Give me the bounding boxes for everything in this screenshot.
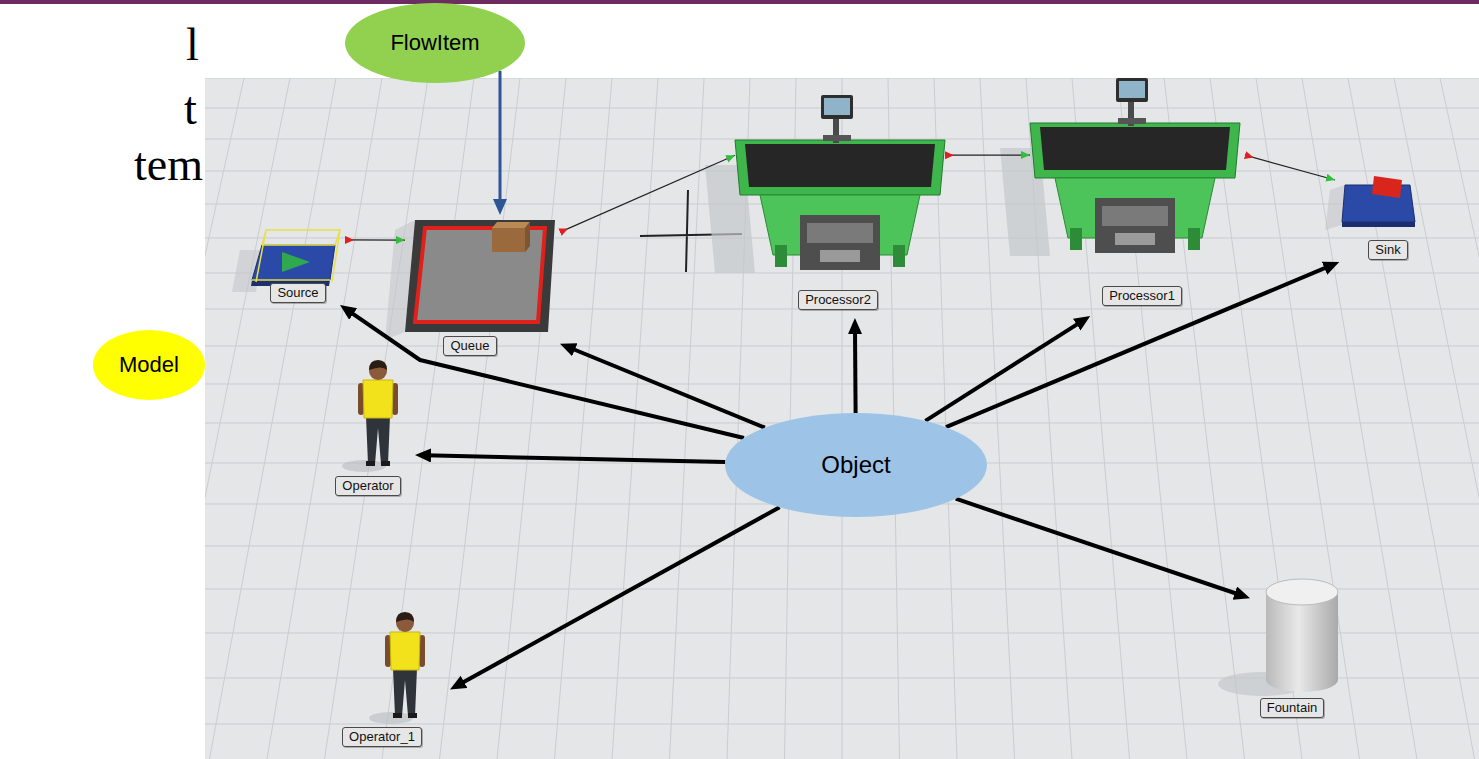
flowitem-box-top bbox=[492, 222, 530, 228]
connector-arrow bbox=[459, 507, 780, 684]
fountain-figure bbox=[1218, 579, 1338, 696]
source-figure bbox=[232, 230, 340, 292]
cylinder-bottom bbox=[1266, 668, 1338, 692]
slide-text: l bbox=[186, 22, 199, 68]
processor-figure bbox=[705, 95, 945, 273]
selection-box bbox=[252, 230, 340, 282]
scene-object: Queue bbox=[405, 215, 560, 358]
object-label: Source bbox=[270, 283, 325, 303]
slide-text-block: l bbox=[186, 22, 199, 68]
connector-arrow bbox=[956, 499, 1241, 595]
callout-ellipse: Object bbox=[725, 413, 987, 517]
slide-text: tem bbox=[134, 142, 203, 188]
grid-lines bbox=[205, 78, 1479, 759]
source-pad bbox=[252, 245, 335, 280]
connector-arrow bbox=[499, 71, 502, 205]
object-label: Operator bbox=[335, 476, 400, 496]
connector-arrow bbox=[1245, 155, 1335, 180]
source-triangle bbox=[282, 252, 310, 272]
object-label: Processor1 bbox=[1102, 286, 1182, 306]
object-label: Fountain bbox=[1260, 698, 1325, 718]
callout-shape bbox=[725, 413, 987, 517]
scene-object: Processor1 bbox=[1030, 78, 1245, 316]
connector-arrow bbox=[560, 155, 735, 232]
sink-mark bbox=[1372, 176, 1402, 198]
callout-ellipse: FlowItem bbox=[345, 3, 525, 83]
connector-arrow bbox=[569, 347, 765, 427]
slide-text-block: tem bbox=[134, 142, 203, 188]
object-label: Sink bbox=[1368, 240, 1407, 260]
cylinder-top bbox=[1266, 579, 1338, 605]
slide-text-block: t bbox=[184, 86, 197, 132]
callout-text: Object bbox=[821, 451, 890, 479]
scene-object: Source bbox=[245, 235, 345, 305]
connector-arrow bbox=[348, 311, 744, 438]
source-pad-edge bbox=[251, 280, 330, 286]
scene-object: Operator bbox=[320, 355, 415, 498]
operator-figure bbox=[342, 360, 398, 472]
object-label: Processor2 bbox=[798, 290, 878, 310]
object-label: Operator_1 bbox=[342, 727, 422, 747]
connector-arrow bbox=[925, 321, 1081, 421]
operator-figure bbox=[369, 612, 425, 724]
grid-lines bbox=[205, 78, 1479, 724]
connector-arrow bbox=[853, 328, 858, 413]
connector-arrow bbox=[946, 266, 1330, 427]
connector-arrow bbox=[945, 155, 1030, 156]
queue-plate bbox=[405, 220, 555, 332]
flowitem-box-side bbox=[525, 222, 530, 252]
connector-arrow bbox=[425, 455, 725, 462]
callout-shape bbox=[345, 3, 525, 83]
queue-figure bbox=[385, 220, 555, 340]
slide-text: t bbox=[184, 86, 197, 132]
scene-object: Sink bbox=[1335, 165, 1420, 262]
scene-object: Fountain bbox=[1250, 575, 1345, 720]
floor-grid bbox=[205, 78, 1479, 759]
callout-shape bbox=[93, 330, 205, 400]
ellipse-outline bbox=[93, 330, 205, 400]
ellipse-outline bbox=[345, 3, 525, 83]
callout-text: FlowItem bbox=[390, 30, 479, 55]
sink-figure bbox=[1325, 176, 1415, 230]
object-label: Queue bbox=[443, 336, 496, 356]
connector-arrow bbox=[345, 239, 405, 240]
top-rule bbox=[0, 0, 1479, 4]
processor-figure bbox=[1000, 78, 1240, 256]
callout-ellipse: Model bbox=[93, 330, 205, 400]
flowitem-box bbox=[492, 228, 525, 252]
callout-text: Model bbox=[119, 352, 179, 377]
scene-object: Operator_1 bbox=[320, 595, 450, 750]
ellipse-outline bbox=[725, 413, 987, 517]
scene-object: Processor2 bbox=[735, 95, 945, 318]
sink-pad-edge bbox=[1342, 222, 1415, 227]
